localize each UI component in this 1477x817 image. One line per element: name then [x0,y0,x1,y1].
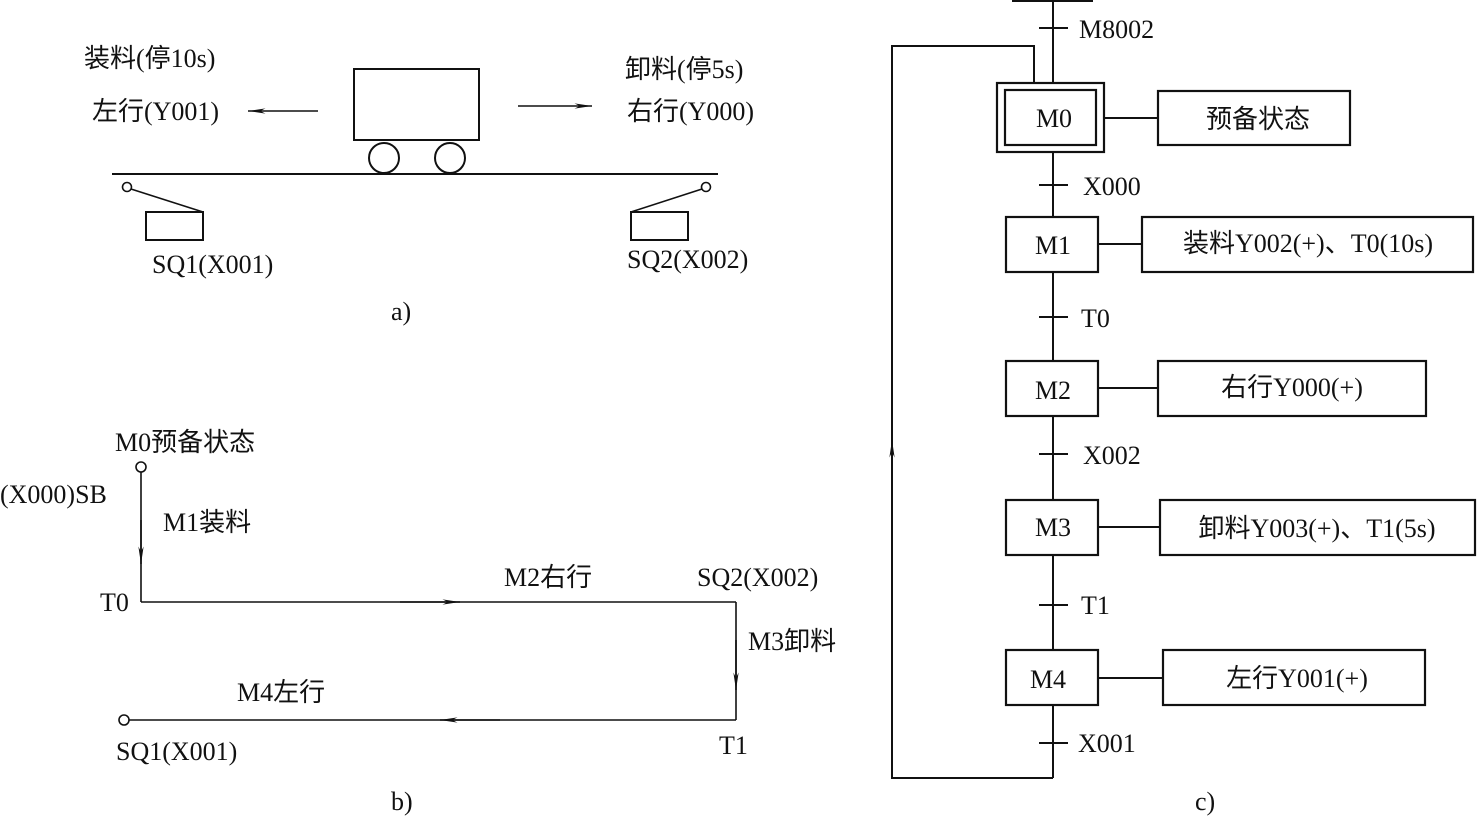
transition-label-x001: X001 [1078,729,1136,758]
cart-body [353,68,480,141]
caption-c: c) [1195,787,1215,816]
sq2-label: SQ2(X002) [627,245,748,274]
b-t0-label: T0 [100,588,129,617]
action-m0: 预备状态 [1206,105,1310,134]
action-m2: 右行Y000(+) [1221,373,1363,402]
panel-a: 装料(停10s) 左行(Y001) 卸料(停5s) 右行(Y000) SQ1(X… [84,44,754,326]
sq2-pivot [700,181,712,193]
action-box-m4 [1161,648,1427,707]
action-m4: 左行Y001(+) [1226,664,1368,693]
b-sq2-label: SQ2(X002) [697,563,818,592]
caption-a: a) [391,297,411,326]
step-m1-label: M1 [1035,231,1071,260]
sq2-switch [630,211,689,241]
panel-b: M0预备状态 (X000)SB M1装料 T0 M2右行 SQ2(X002) M… [0,428,836,816]
step-m2-label: M2 [1035,376,1071,405]
b-start-point [135,461,147,473]
b-sb-label: (X000)SB [0,480,107,509]
cart-wheel-left [368,142,400,174]
step-m4-label: M4 [1030,665,1066,694]
b-end-point [118,714,130,726]
step-m4 [1004,648,1100,707]
unload-label: 卸料(停5s) [625,55,743,84]
caption-b: b) [391,787,413,816]
b-t1-label: T1 [719,731,748,760]
step-m3-label: M3 [1035,513,1071,542]
b-m3-label: M3卸料 [748,627,836,656]
sq1-lever [130,188,204,213]
right-move-label: 右行(Y000) [627,97,754,126]
step-m0-label: M0 [1036,104,1072,133]
cart-wheel-right [434,142,466,174]
sq2-lever [630,188,703,213]
transition-label-m8002: M8002 [1079,15,1154,44]
sq1-switch [145,211,204,241]
sq1-pivot [121,181,133,193]
b-m2-label: M2右行 [504,563,592,592]
sq1-label: SQ1(X001) [152,250,273,279]
left-move-label: 左行(Y001) [92,97,219,126]
transition-label-x002: X002 [1083,441,1141,470]
action-box-m1 [1140,215,1475,274]
sfc-loop-back [891,45,1053,779]
transition-label-t0: T0 [1081,304,1110,333]
b-m4-label: M4左行 [237,678,325,707]
panel-c: M8002 M0 预备状态 X000 M1 装料Y002(+)、T0(10s) … [889,0,1477,816]
transition-label-x000: X000 [1083,172,1141,201]
action-box-m2 [1156,359,1428,418]
load-label: 装料(停10s) [84,44,215,73]
action-box-m0 [1156,89,1352,147]
b-sq1-label: SQ1(X001) [116,737,237,766]
transition-label-t1: T1 [1081,591,1110,620]
action-m1: 装料Y002(+)、T0(10s) [1183,229,1433,258]
action-m3: 卸料Y003(+)、T1(5s) [1198,514,1435,543]
b-m1-label: M1装料 [163,508,251,537]
action-box-m3 [1158,498,1477,557]
b-m0-label: M0预备状态 [115,428,255,457]
step-m0-inner [1003,88,1098,147]
